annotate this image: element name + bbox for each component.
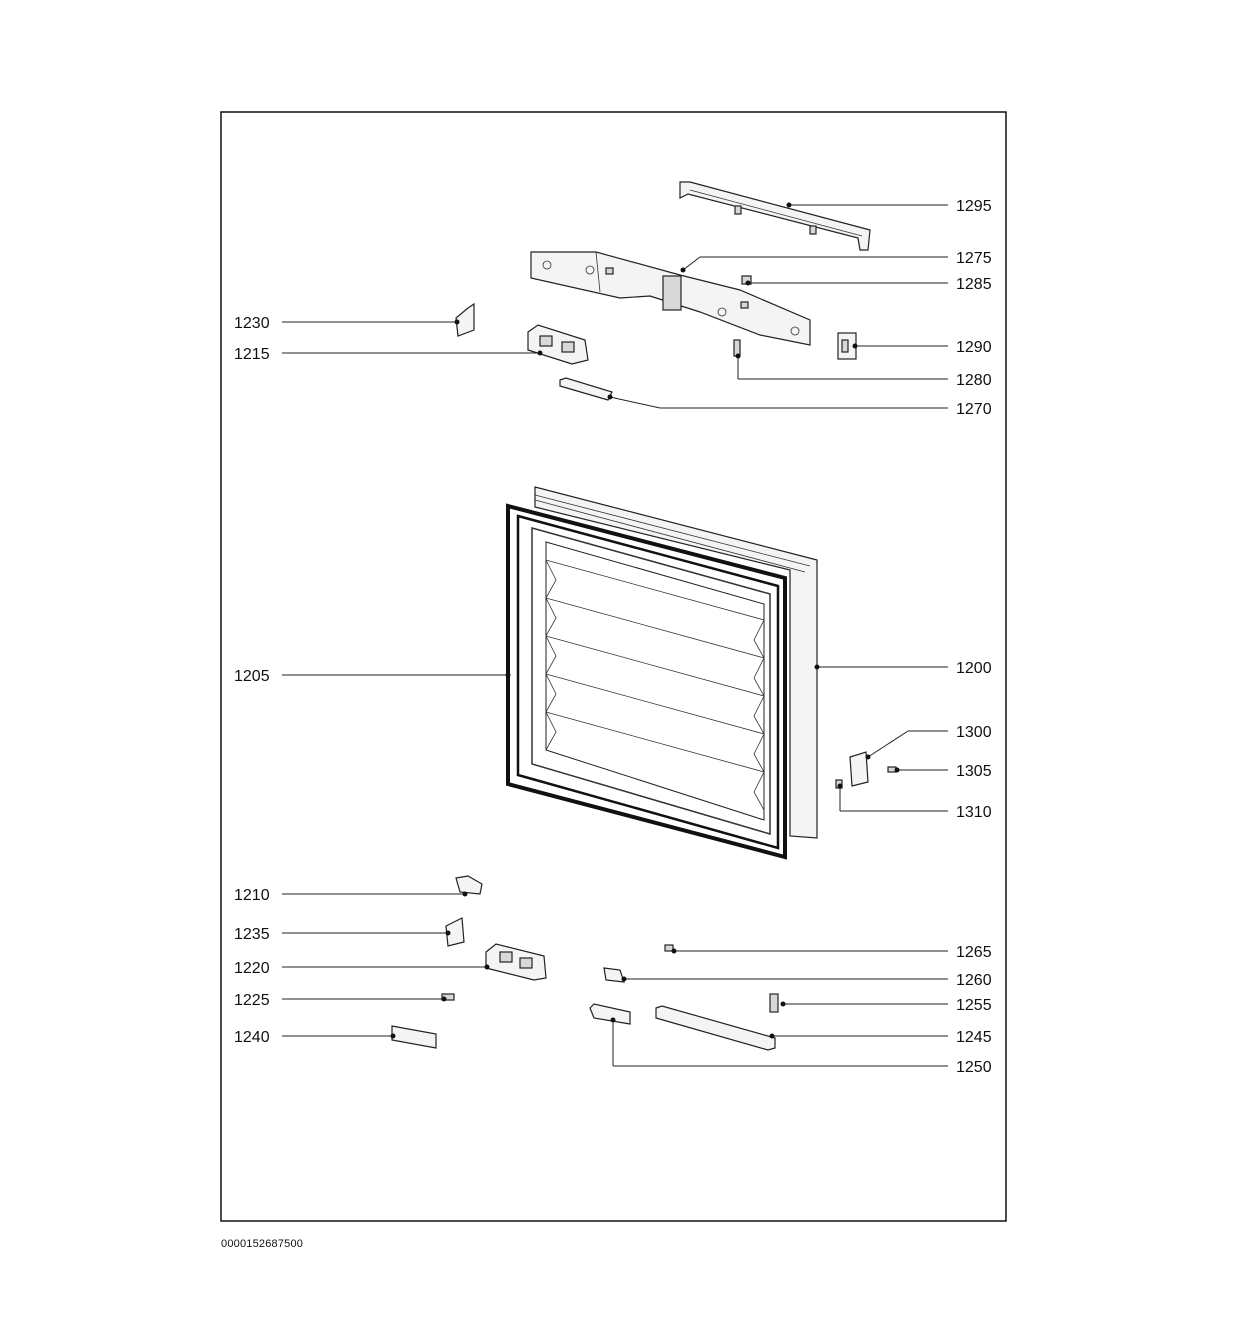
part-labels: 1295 1275 1285 1290 1280 1270 1200 1300 … xyxy=(234,198,992,1076)
part-1230-bracket xyxy=(455,302,475,337)
label-1210: 1210 xyxy=(234,887,270,904)
part-1255-pin xyxy=(769,993,779,1013)
part-1220-lower-hinge xyxy=(485,943,547,981)
label-1250: 1250 xyxy=(956,1059,992,1076)
label-1270: 1270 xyxy=(956,401,992,418)
part-1200-door-frame xyxy=(534,486,818,839)
label-1225: 1225 xyxy=(234,992,270,1009)
label-1240: 1240 xyxy=(234,1029,270,1046)
part-1245-rod xyxy=(655,1005,776,1051)
part-1280-pin xyxy=(733,339,741,357)
label-1215: 1215 xyxy=(234,346,270,363)
label-1280: 1280 xyxy=(956,372,992,389)
part-1265-screw xyxy=(664,944,674,952)
leader-lines xyxy=(282,202,948,1067)
label-1260: 1260 xyxy=(956,972,992,989)
part-1260-bushing xyxy=(603,967,625,983)
label-1200: 1200 xyxy=(956,660,992,677)
part-1235-bracket xyxy=(445,917,465,947)
label-1265: 1265 xyxy=(956,944,992,961)
label-1300: 1300 xyxy=(956,724,992,741)
label-1275: 1275 xyxy=(956,250,992,267)
label-1305: 1305 xyxy=(956,763,992,780)
part-1205-door-gasket xyxy=(506,503,787,860)
label-1310: 1310 xyxy=(956,804,992,821)
part-1240-strip xyxy=(391,1025,437,1049)
part-1225-screw xyxy=(441,993,455,1001)
label-1205: 1205 xyxy=(234,668,270,685)
label-1290: 1290 xyxy=(956,339,992,356)
label-1220: 1220 xyxy=(234,960,270,977)
part-1270-strip xyxy=(559,377,613,401)
part-1275-hinge-plate xyxy=(530,251,811,346)
label-1245: 1245 xyxy=(956,1029,992,1046)
part-1250-lever xyxy=(589,1003,631,1025)
part-1215-hinge xyxy=(527,324,589,365)
part-1300-handle xyxy=(849,751,869,787)
document-number: 0000152687500 xyxy=(221,1238,304,1250)
label-1255: 1255 xyxy=(956,997,992,1014)
part-1210-bracket xyxy=(455,875,483,895)
diagram-border xyxy=(220,111,1007,1222)
label-1285: 1285 xyxy=(956,276,992,293)
label-1295: 1295 xyxy=(956,198,992,215)
part-1295-top-bar xyxy=(679,181,871,251)
label-1235: 1235 xyxy=(234,926,270,943)
label-1230: 1230 xyxy=(234,315,270,332)
